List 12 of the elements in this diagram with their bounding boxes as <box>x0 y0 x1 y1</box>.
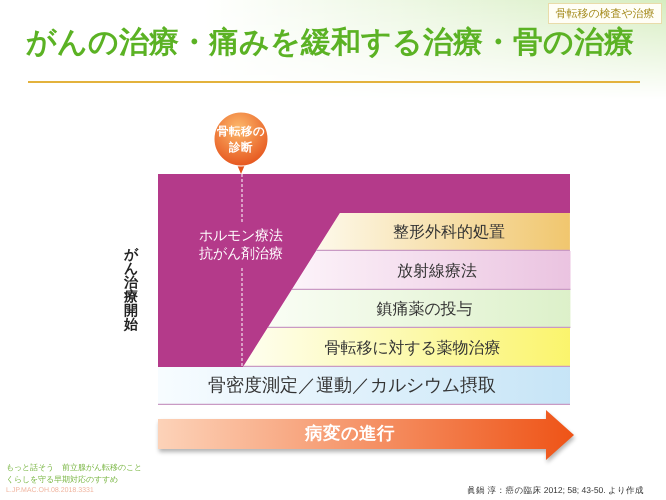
section-tag: 骨転移の検査や治療 <box>548 3 662 24</box>
treatment-bar: 鎮痛薬の投与 <box>268 290 570 328</box>
citation-text: 眞鍋 淳：癌の臨床 2012; 58; 43-50. より作成 <box>467 484 644 496</box>
vertical-label: がん治療開始 <box>124 248 138 332</box>
progress-arrow: 病変の進行 <box>158 410 574 460</box>
footer-text: くらしを守る早期対応のすすめ <box>6 474 118 485</box>
treatment-bar: 整形外科的処置 <box>316 213 570 251</box>
footer-text: もっと話そう 前立腺がん転移のこと <box>6 462 142 473</box>
treatment-bar: 放射線療法 <box>292 251 570 290</box>
treatment-bar: 骨転移に対する薬物治療 <box>243 328 570 367</box>
treatment-bar: 骨密度測定／運動／カルシウム摂取 <box>158 367 570 405</box>
slide-title: がんの治療・痛みを緩和する治療・骨の治療 <box>26 24 634 62</box>
